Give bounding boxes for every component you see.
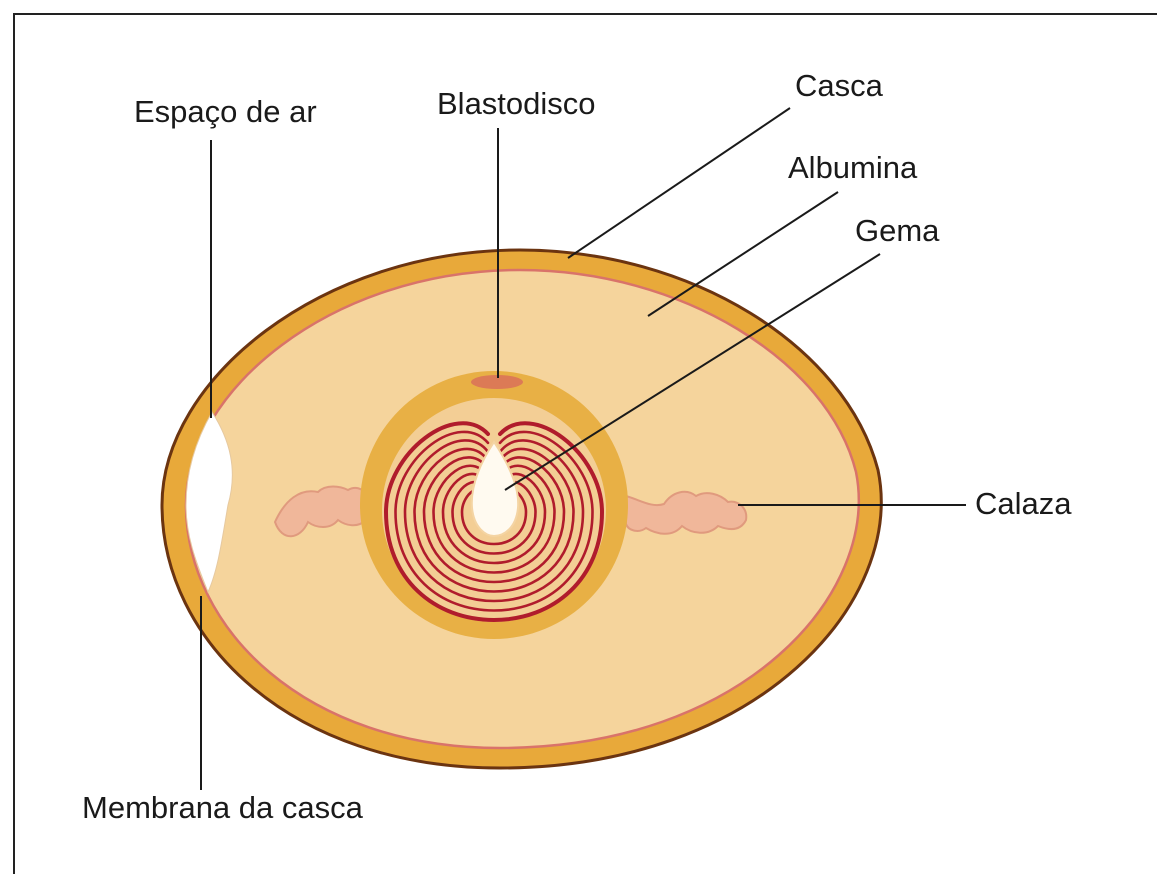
label-yolk: Gema: [855, 215, 939, 246]
label-air-space: Espaço de ar: [134, 96, 317, 127]
label-chalaza: Calaza: [975, 488, 1072, 519]
label-shell: Casca: [795, 70, 883, 101]
leader-shell: [568, 108, 790, 258]
label-shell-membrane: Membrana da casca: [82, 792, 363, 823]
label-blastodisc: Blastodisco: [437, 88, 596, 119]
label-albumen: Albumina: [788, 152, 917, 183]
